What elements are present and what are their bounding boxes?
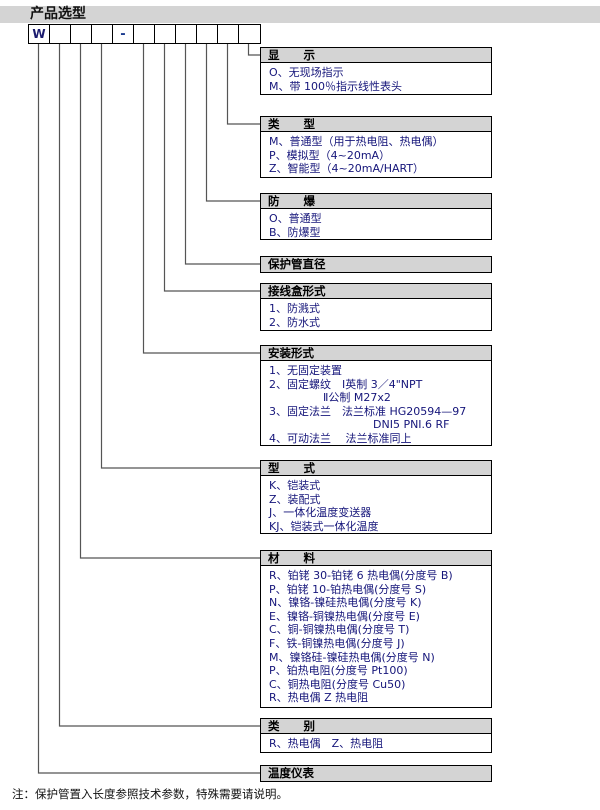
connector-line: [37, 44, 260, 774]
option-line: J、一体化温度变送器: [269, 506, 372, 520]
option-line: P、铂铑 10-铂热电偶(分度号 S): [269, 582, 427, 596]
model-code-cell-2[interactable]: [50, 25, 71, 43]
option-line: 4、可动法兰 法兰标准同上: [269, 431, 412, 445]
connector-line: [205, 44, 260, 202]
option-line: KJ、铠装式一体化温度: [269, 519, 379, 533]
option-box-category: 类 别 R、热电偶 Z、热电阻: [260, 718, 492, 753]
option-box-body-type-signal: M、普通型（用于热电阻、热电偶）P、模拟型（4~20mA）Z、智能型（4~20m…: [261, 132, 491, 179]
page-title: 产品选型: [30, 6, 86, 22]
option-line: P、铂热电阻(分度号 Pt100): [269, 664, 408, 678]
connector-line: [142, 44, 260, 354]
option-line: M、普通型（用于热电阻、热电偶）: [269, 135, 444, 148]
connector-line: [226, 44, 260, 125]
option-line: Z、智能型（4~20mA/HART）: [269, 162, 425, 176]
page-title-band: 产品选型: [0, 6, 600, 23]
option-line: 1、防溅式: [269, 302, 320, 315]
option-line: DNI5 PNI.6 RF: [373, 418, 450, 432]
option-line: C、铜-铜镍热电偶(分度号 T): [269, 623, 410, 637]
option-line: C、铜热电阻(分度号 Cu50): [269, 677, 406, 691]
model-code-cell-9[interactable]: [197, 25, 218, 43]
option-line: R、热电偶 Z 热电阻: [269, 691, 369, 705]
option-box-header-material: 材 料: [261, 551, 491, 566]
model-code-cell-6[interactable]: [134, 25, 155, 43]
option-line: P、模拟型（4~20mA）: [269, 148, 391, 162]
model-code-cell-8[interactable]: [176, 25, 197, 43]
option-box-body-material: R、铂铑 30-铂铑 6 热电偶(分度号 B)P、铂铑 10-铂热电偶(分度号 …: [261, 566, 491, 708]
option-line: 2、防水式: [269, 315, 320, 329]
connector-line: [79, 44, 260, 559]
option-box-header-type-signal: 类 型: [261, 117, 491, 132]
model-code-cell-1[interactable]: W: [29, 25, 50, 43]
option-line: E、镍铬-铜镍热电偶(分度号 E): [269, 609, 420, 623]
model-code-row: W-: [28, 24, 261, 44]
option-line: K、铠装式: [269, 479, 321, 492]
option-line: F、铁-铜镍热电偶(分度号 J): [269, 636, 405, 650]
connector-line: [184, 44, 260, 265]
option-box-header-mounting-form: 安装形式: [261, 346, 491, 361]
option-line: R、铂铑 30-铂铑 6 热电偶(分度号 B): [269, 569, 453, 582]
option-line: N、镍铬-镍硅热电偶(分度号 K): [269, 596, 422, 610]
option-box-temperature-instrument: 温度仪表: [260, 765, 492, 782]
option-line: 1、无固定装置: [269, 364, 342, 377]
model-code-cell-10[interactable]: [218, 25, 239, 43]
model-code-cell-7[interactable]: [155, 25, 176, 43]
connector-line: [58, 44, 260, 727]
footer-note: 注：保护管置入长度参照技术参数，特殊需要请说明。: [12, 787, 288, 801]
option-box-header-structure-type: 型 式: [261, 461, 491, 476]
option-box-header-protection-tube-diameter: 保护管直径: [261, 257, 491, 272]
option-box-header-junction-box-form: 接线盒形式: [261, 284, 491, 299]
option-box-header-explosion-proof: 防 爆: [261, 194, 491, 209]
option-line: R、热电偶 Z、热电阻: [269, 737, 384, 750]
option-line: B、防爆型: [269, 225, 321, 239]
option-box-header-category: 类 别: [261, 719, 491, 734]
option-line: 2、固定螺纹 Ⅰ英制 3／4"NPT: [269, 377, 423, 391]
connector-line: [163, 44, 260, 292]
option-box-header-display: 显 示: [261, 48, 491, 63]
option-box-body-category: R、热电偶 Z、热电阻: [261, 734, 491, 754]
connector-line: [100, 44, 260, 469]
model-code-cell-5[interactable]: -: [113, 25, 134, 43]
model-code-cell-4[interactable]: [92, 25, 113, 43]
option-line: M、带 100％指示线性表头: [269, 79, 402, 93]
connector-line: [247, 44, 260, 56]
option-line: M、镍铬硅-镍硅热电偶(分度号 N): [269, 650, 435, 664]
option-box-header-temperature-instrument: 温度仪表: [261, 766, 491, 781]
option-line: Ⅱ公制 M27x2: [323, 391, 391, 405]
option-line: Z、装配式: [269, 492, 321, 506]
option-line: O、普通型: [269, 212, 322, 225]
model-code-cell-3[interactable]: [71, 25, 92, 43]
option-box-protection-tube-diameter: 保护管直径: [260, 256, 492, 273]
option-line: O、无现场指示: [269, 66, 344, 79]
model-code-cell-11[interactable]: [239, 25, 260, 43]
option-line: 3、固定法兰 法兰标准 HG20594—97: [269, 404, 467, 418]
